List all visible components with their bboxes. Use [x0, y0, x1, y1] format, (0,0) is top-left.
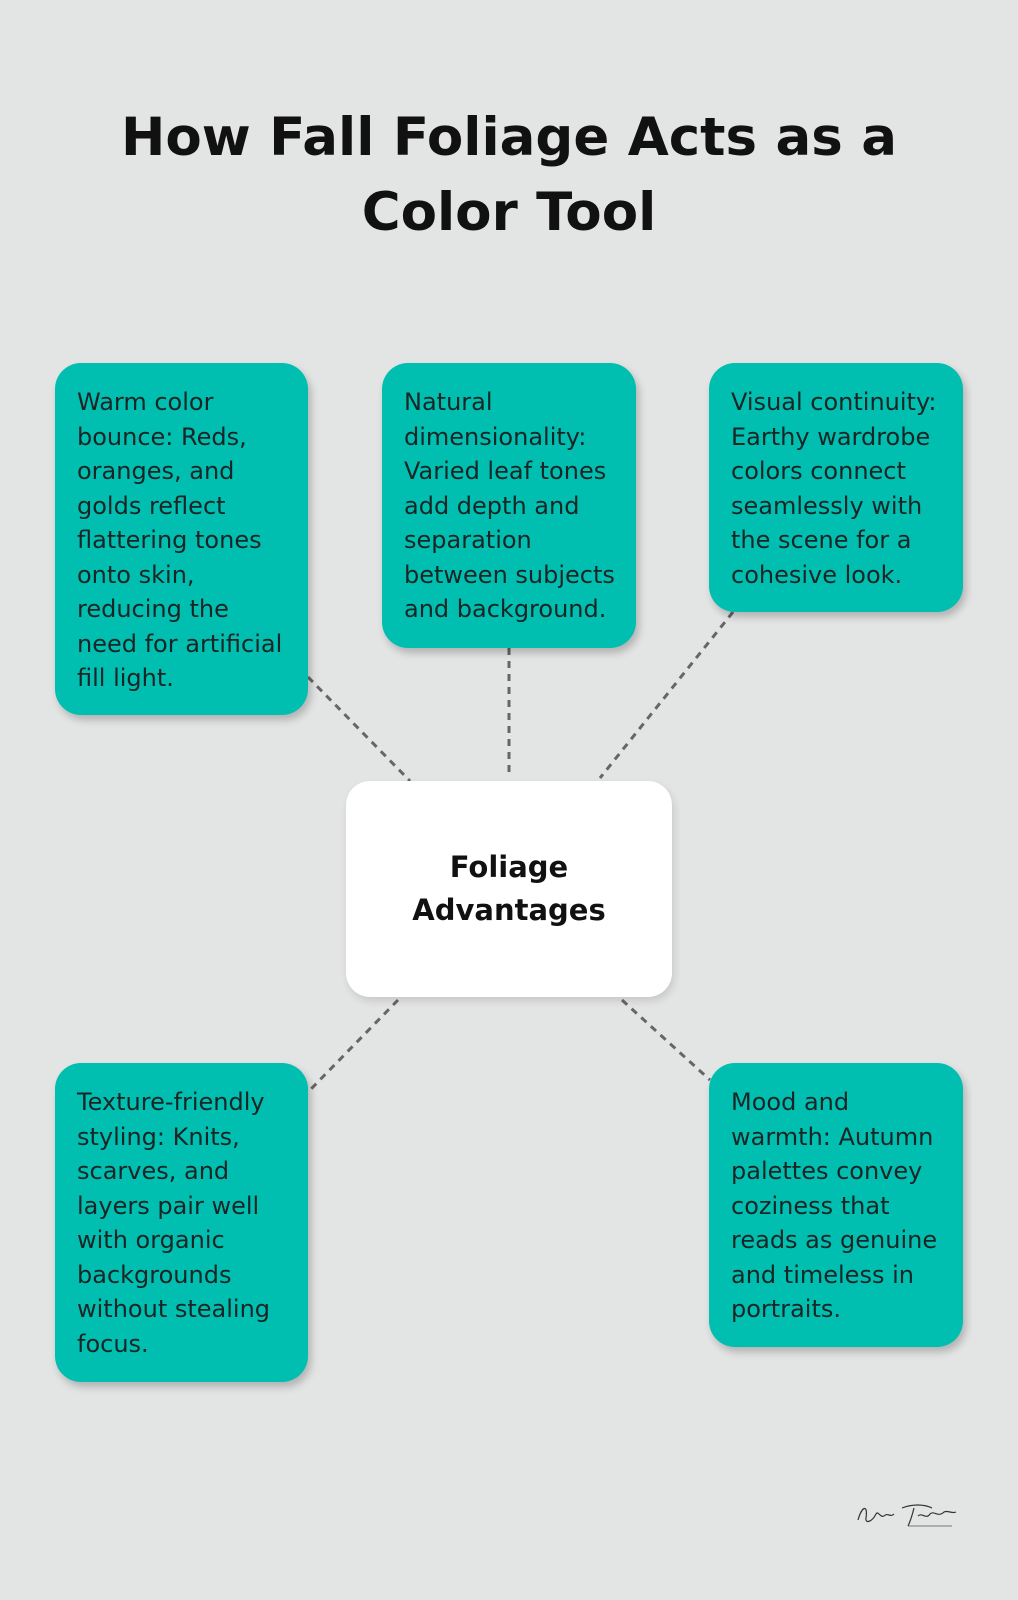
card-visual-continuity: Visual continuity: Earthy wardrobe color… — [709, 363, 963, 612]
signature-logo — [857, 1504, 957, 1527]
connector-top-left — [306, 675, 412, 783]
page-title: How Fall Foliage Acts as a Color Tool — [120, 107, 898, 243]
connector-bottom-left — [308, 998, 400, 1092]
card-natural-dimensionality: Natural dimensionality: Varied leaf tone… — [382, 363, 636, 648]
card-text: Natural dimensionality: Varied leaf tone… — [404, 388, 615, 623]
card-mood-and-warmth: Mood and warmth: Autumn palettes convey … — [709, 1063, 963, 1347]
card-text: Texture-friendly styling: Knits, scarves… — [77, 1088, 271, 1358]
card-text: Visual continuity: Earthy wardrobe color… — [731, 388, 937, 589]
center-node: Foliage Advantages — [346, 781, 672, 997]
connector-bottom-right — [620, 998, 712, 1082]
card-warm-color-bounce: Warm color bounce: Reds, oranges, and go… — [55, 363, 308, 715]
center-label: Foliage Advantages — [412, 850, 606, 927]
card-text: Mood and warmth: Autumn palettes convey … — [731, 1088, 938, 1323]
connector-top-right — [598, 611, 735, 779]
card-text: Warm color bounce: Reds, oranges, and go… — [77, 388, 283, 692]
card-texture-friendly-styling: Texture-friendly styling: Knits, scarves… — [55, 1063, 308, 1382]
